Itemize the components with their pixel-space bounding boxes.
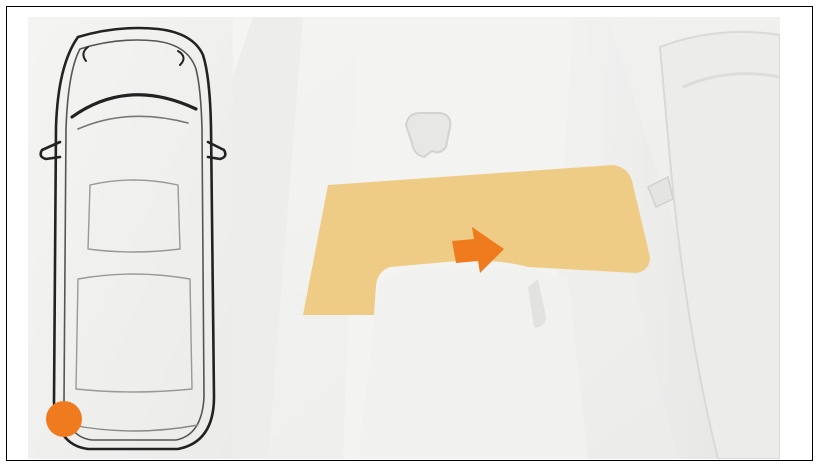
figure-frame	[6, 6, 813, 461]
figure-photo	[28, 17, 780, 459]
location-marker	[46, 401, 82, 437]
car-panel	[28, 17, 233, 459]
interior-panel	[233, 17, 780, 459]
